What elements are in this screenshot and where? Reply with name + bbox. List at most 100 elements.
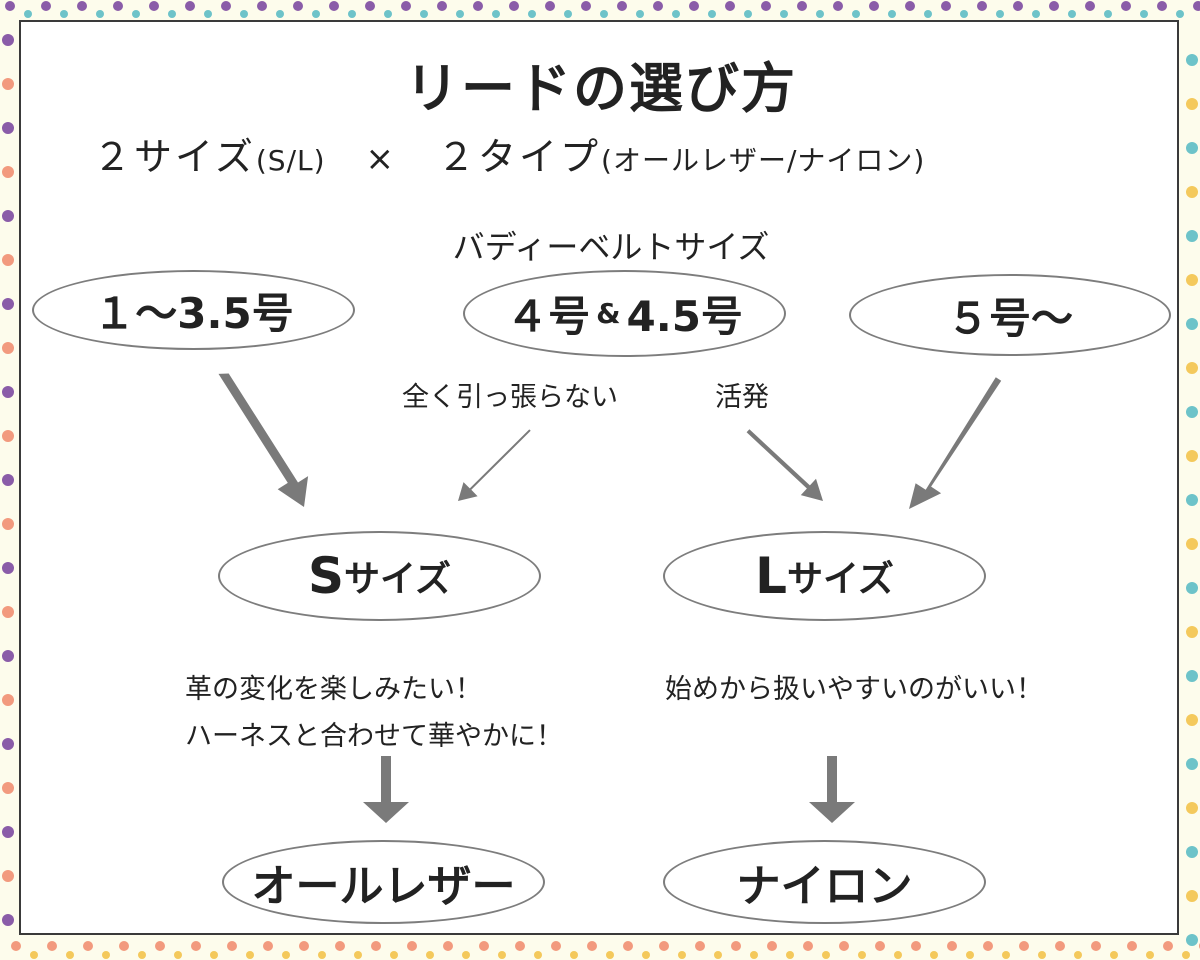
polka-dot (384, 10, 392, 18)
page-title: リードの選び方 (405, 57, 797, 120)
polka-dot (528, 10, 536, 18)
polka-dot (299, 941, 309, 951)
polka-dot (875, 941, 885, 951)
polka-dot (977, 1, 987, 11)
polka-dot (1186, 538, 1198, 550)
polka-dot (695, 941, 705, 951)
polka-dot (401, 1, 411, 11)
polka-dot (1186, 934, 1198, 946)
polka-dot (2, 870, 14, 882)
polka-dot (77, 1, 87, 11)
polka-dot (96, 10, 104, 18)
arrow-nylon-to-type (809, 756, 855, 823)
polka-dot (708, 10, 716, 18)
polka-dot (5, 1, 15, 11)
polka-dot (257, 1, 267, 11)
polka-dot (168, 10, 176, 18)
polka-dot (263, 941, 273, 951)
polka-dot (780, 10, 788, 18)
polka-dot (1002, 951, 1010, 959)
condition-active: 活発 (715, 382, 769, 413)
polka-dot (2, 342, 14, 354)
polka-dot (2, 210, 14, 222)
polka-dot (2, 914, 14, 926)
polka-dot (1146, 951, 1154, 959)
polka-dot (138, 951, 146, 959)
polka-dot (1068, 10, 1076, 18)
polka-dot (456, 10, 464, 18)
polka-dot (534, 951, 542, 959)
diagram-panel: リードの選び方 ２サイズ(S/L)×２タイプ(オールレザー/ナイロン) バディー… (19, 20, 1179, 935)
polka-dot (1038, 951, 1046, 959)
polka-dot (443, 941, 453, 951)
polka-dot (1186, 582, 1198, 594)
polka-dot (606, 951, 614, 959)
polka-dot (570, 951, 578, 959)
polka-dot (1091, 941, 1101, 951)
polka-dot (744, 10, 752, 18)
lead-size-s-suffix: サイズ (344, 559, 451, 600)
ampersand: & (596, 297, 621, 330)
polka-dot (839, 941, 849, 951)
polka-dot (390, 951, 398, 959)
polka-dot (714, 951, 722, 959)
polka-dot (1182, 951, 1190, 959)
polka-dot (725, 1, 735, 11)
polka-dot (960, 10, 968, 18)
polka-dot (581, 1, 591, 11)
flow-arrows (218, 373, 1002, 823)
polka-dot (672, 10, 680, 18)
polka-dot (947, 941, 957, 951)
polka-dot (66, 951, 74, 959)
polka-dot (852, 10, 860, 18)
polka-dot (1186, 450, 1198, 462)
polka-dot (2, 606, 14, 618)
polka-dot (911, 941, 921, 951)
polka-dot (564, 10, 572, 18)
polka-dot (2, 738, 14, 750)
multiply-sign: × (365, 139, 398, 179)
polka-dot (119, 941, 129, 951)
subtitle-sizes: ２サイズ (93, 135, 256, 179)
polka-dot (473, 1, 483, 11)
polka-dot (888, 10, 896, 18)
polka-dot (47, 941, 57, 951)
lead-type-nylon-oval: ナイロン (663, 840, 986, 924)
polka-dot (2, 518, 14, 530)
polka-dot (786, 951, 794, 959)
polka-dot (30, 951, 38, 959)
polka-dot (221, 1, 231, 11)
arrow-large-to-l (909, 377, 1002, 509)
polka-dot (1186, 362, 1198, 374)
subtitle-sizes-detail: (S/L) (255, 144, 326, 177)
polka-dot (659, 941, 669, 951)
polka-dot (1085, 1, 1095, 11)
polka-dot (1176, 10, 1184, 18)
polka-dot (185, 1, 195, 11)
polka-dot (1157, 1, 1167, 11)
polka-dot (509, 1, 519, 11)
polka-dot (905, 1, 915, 11)
polka-dot (1127, 941, 1137, 951)
polka-dot (545, 1, 555, 11)
arrow-small-to-s (218, 373, 309, 507)
polka-dot (636, 10, 644, 18)
polka-dot (983, 941, 993, 951)
polka-dot (617, 1, 627, 11)
polka-dot (2, 386, 14, 398)
polka-dot (354, 951, 362, 959)
polka-dot (996, 10, 1004, 18)
polka-dot (1110, 951, 1118, 959)
belt-size-medium-oval: ４号&4.5号 (463, 270, 786, 357)
polka-dot (1186, 406, 1198, 418)
polka-dot (1140, 10, 1148, 18)
belt-size-medium-a-label: ４号 (506, 292, 591, 341)
polka-dot (1186, 142, 1198, 154)
belt-size-large-oval: ５号～ (849, 274, 1171, 356)
polka-dot (941, 1, 951, 11)
polka-dot (282, 951, 290, 959)
polka-dot (2, 430, 14, 442)
polka-dot (2, 254, 14, 266)
polka-dot (479, 941, 489, 951)
